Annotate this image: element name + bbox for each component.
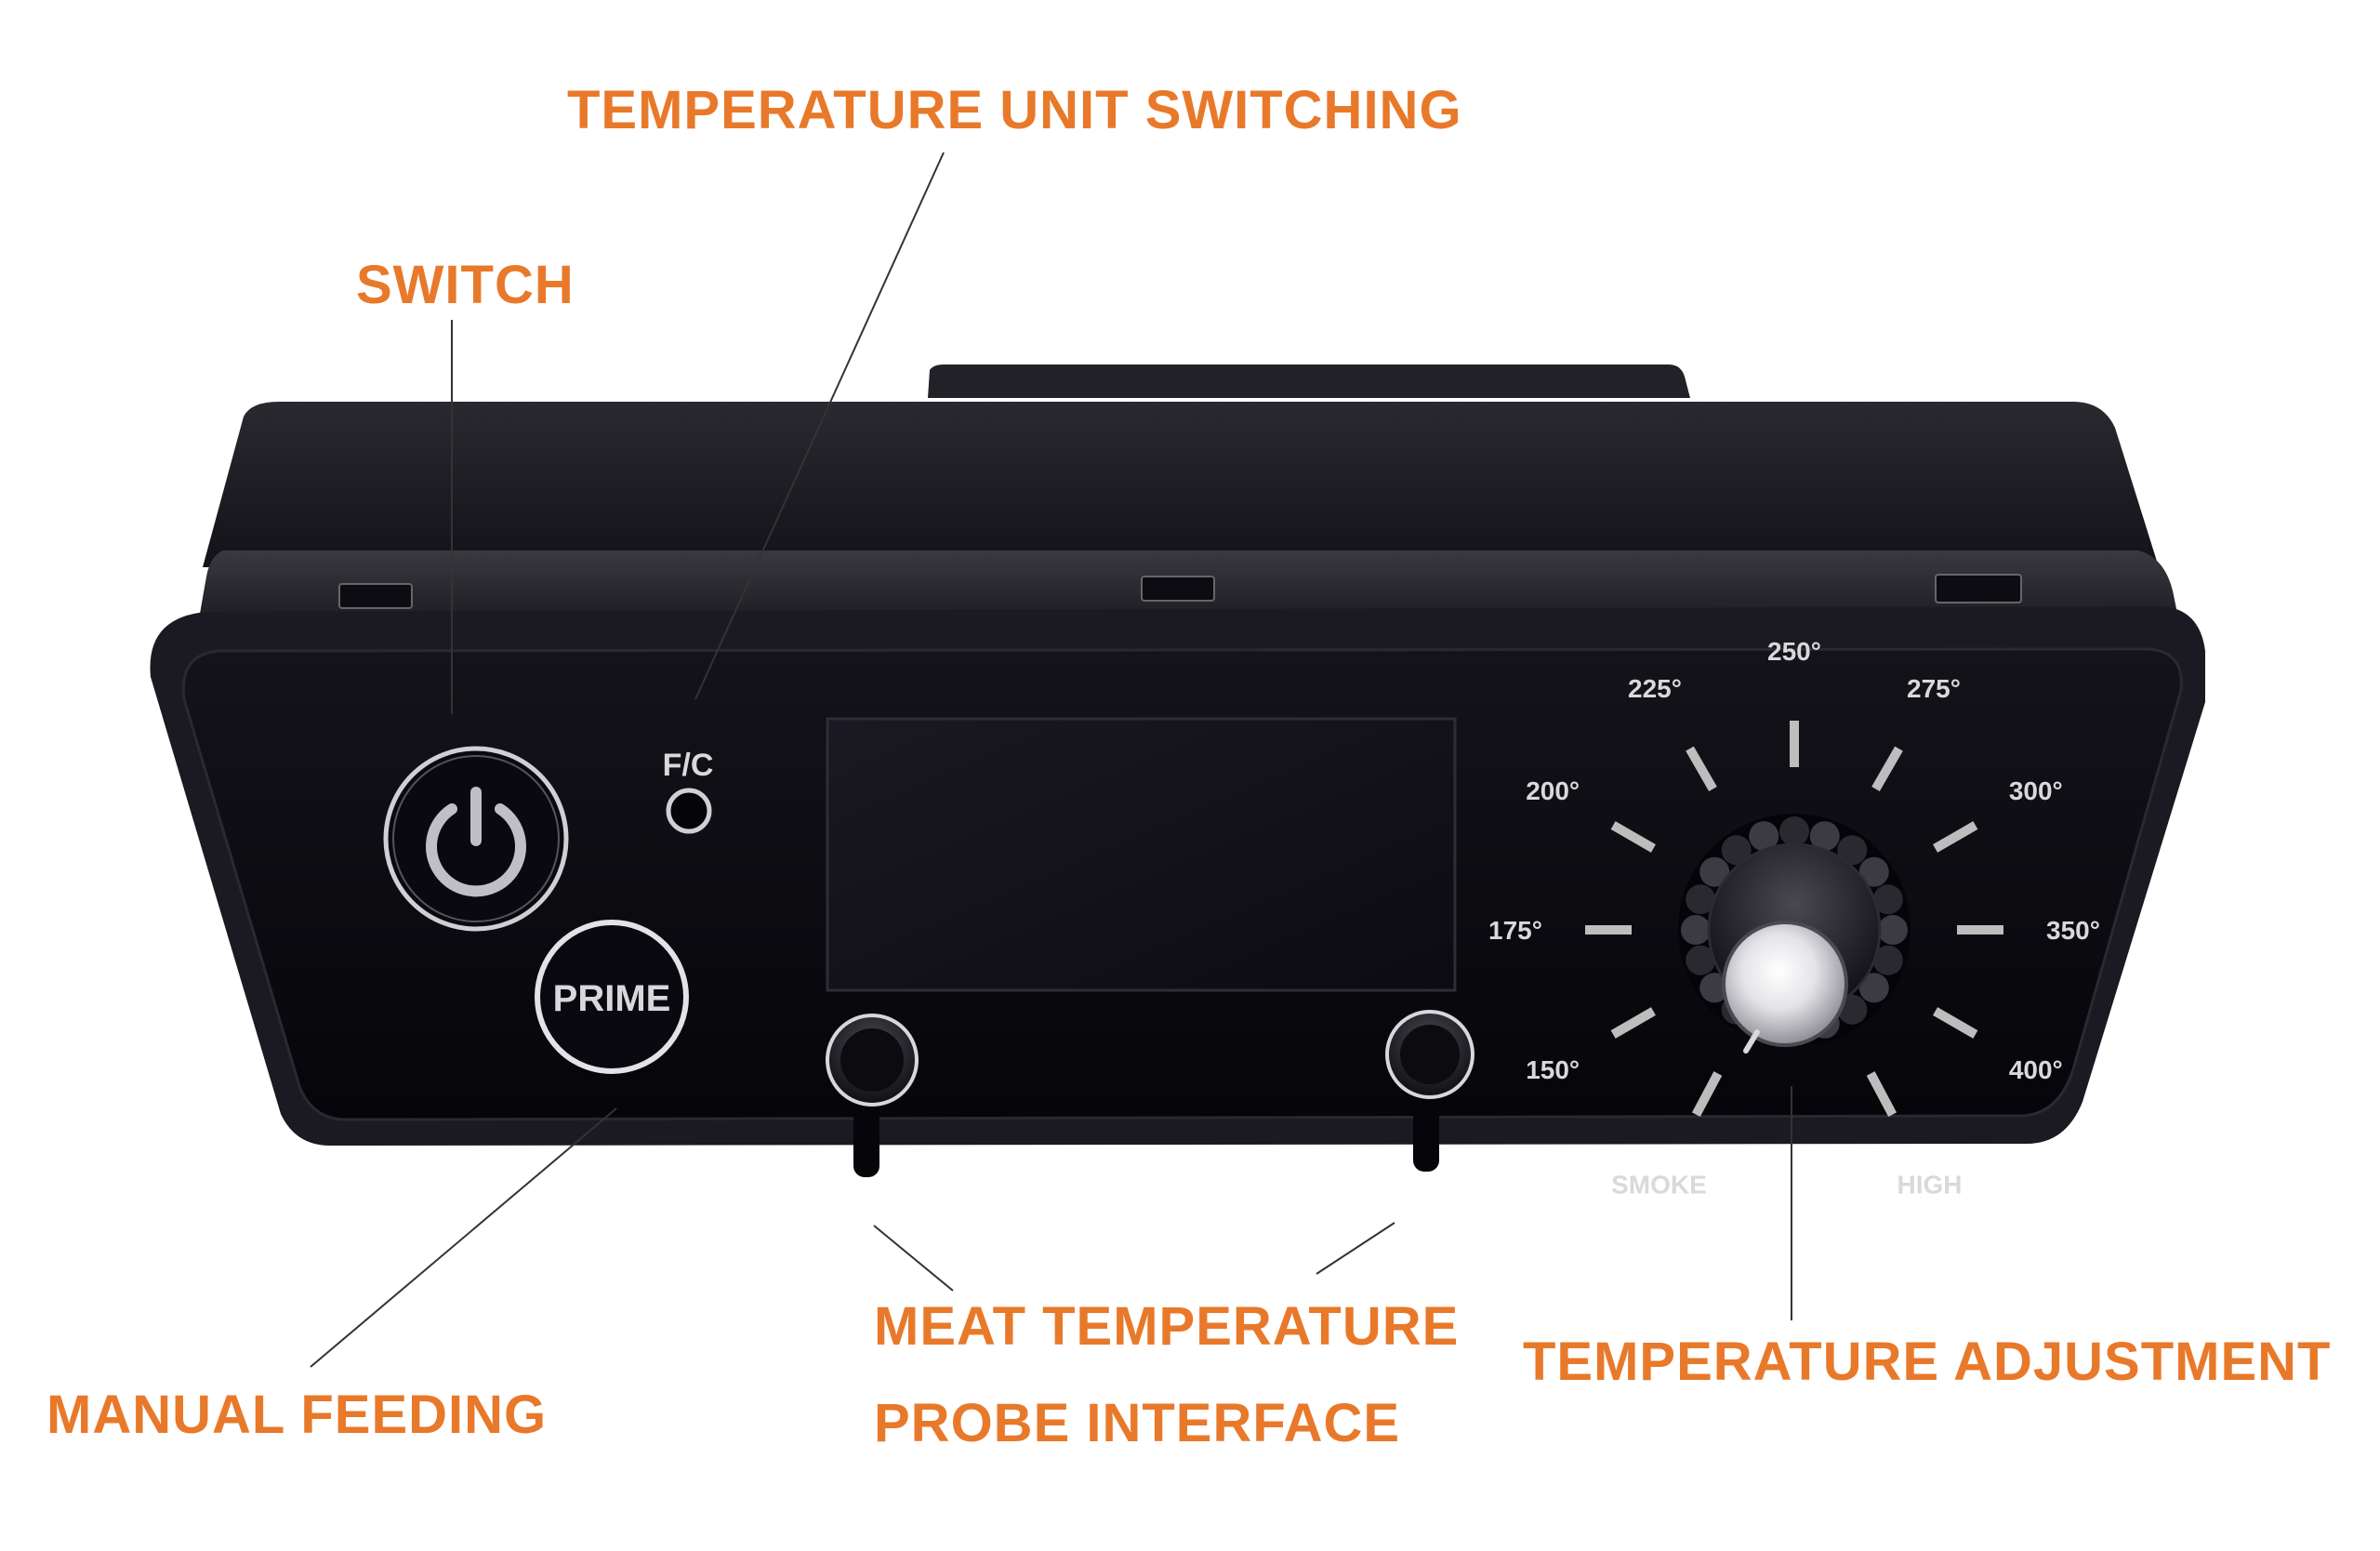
power-icon xyxy=(426,787,526,897)
dial-grip-ridge xyxy=(1878,915,1908,945)
leader-lines xyxy=(310,152,1792,1368)
dial-label-300: 300° xyxy=(2009,776,2063,805)
dial-tick-400 xyxy=(1933,1007,1978,1039)
leader-meat-right xyxy=(1316,1222,1395,1275)
dial-label-250: 250° xyxy=(1767,637,1821,666)
dial-grip-ridge xyxy=(1699,856,1730,887)
dial-labels: SMOKE 150° 175° 200° 225° 250° 275° 300° 350° 400… xyxy=(1488,637,2100,1200)
dial-grip-ridge xyxy=(1779,816,1809,846)
dial-grip-ridge xyxy=(1837,835,1868,866)
dial-grip-ridge xyxy=(1858,856,1889,887)
dial-grip-ridge xyxy=(1858,973,1889,1003)
dial-tick-225 xyxy=(1686,746,1717,791)
dial-grip-ridge xyxy=(1872,945,1903,975)
dial-ticks xyxy=(1585,721,2003,1118)
callout-temperature-unit-switching: TEMPERATURE UNIT SWITCHING xyxy=(567,80,1462,140)
clip-right xyxy=(1935,574,2022,603)
meat-probe-port-left[interactable] xyxy=(826,1014,919,1177)
dial-grip-ridge xyxy=(1721,835,1752,866)
clip-center xyxy=(1141,576,1215,602)
dial-label-350: 350° xyxy=(2046,916,2100,945)
dial-grip-ridge xyxy=(1809,821,1840,852)
dial-grip-ridge xyxy=(1749,821,1779,852)
callout-switch: SWITCH xyxy=(356,255,575,315)
prime-label: PRIME xyxy=(553,978,671,1019)
callout-manual-feeding: MANUAL FEEDING xyxy=(46,1385,548,1445)
unit-switch-label: F/C xyxy=(663,748,714,783)
dial-tick-300 xyxy=(1933,821,1978,853)
power-button[interactable] xyxy=(383,746,569,932)
display-screen xyxy=(826,717,1457,992)
dial-label-175: 175° xyxy=(1488,916,1542,945)
dial-tick-275 xyxy=(1871,746,1903,791)
top-lid xyxy=(203,402,2159,567)
dial-tick-200 xyxy=(1610,821,1656,853)
callout-meat-probe-line1: MEAT TEMPERATURE xyxy=(874,1296,1460,1357)
dial-grip-ridge xyxy=(1681,915,1711,945)
dial-grip-ridge xyxy=(1686,884,1716,915)
dial-label-200: 200° xyxy=(1526,776,1580,805)
dial-label-225: 225° xyxy=(1628,674,1682,703)
clip-left xyxy=(338,583,413,609)
prime-button-ring xyxy=(535,920,689,1074)
power-button-inner-ring xyxy=(392,755,560,922)
dial-label-high: HIGH xyxy=(1897,1171,1963,1200)
dial-grip-ridge xyxy=(1872,884,1903,915)
dial-tick-150 xyxy=(1610,1007,1656,1039)
dial-label-275: 275° xyxy=(1907,674,1961,703)
callout-meat-probe-line2: PROBE INTERFACE xyxy=(874,1393,1401,1453)
unit-switch-button xyxy=(666,788,712,834)
dial-tick-smoke xyxy=(1691,1071,1723,1118)
dial-grip-ridge xyxy=(1686,945,1716,975)
dial-label-400: 400° xyxy=(2009,1055,2063,1084)
unit-switch[interactable]: F/C xyxy=(663,748,714,834)
dial-knob-pointer xyxy=(1743,1029,1760,1054)
leader-manual-feeding xyxy=(310,1107,617,1368)
dial-label-150: 150° xyxy=(1526,1055,1580,1084)
dial-label-smoke: SMOKE xyxy=(1611,1171,1707,1200)
callout-temperature-adjustment: TEMPERATURE ADJUSTMENT xyxy=(1523,1332,2332,1392)
top-bracket xyxy=(928,365,1690,398)
prime-button[interactable]: PRIME xyxy=(535,920,689,1074)
meat-probe-port-right[interactable] xyxy=(1385,1010,1474,1172)
leader-meat-left xyxy=(873,1225,954,1292)
dial-knob-cap xyxy=(1722,921,1848,1047)
dial-tick-high xyxy=(1866,1071,1897,1118)
temperature-dial[interactable]: SMOKE 150° 175° 200° 225° 250° 275° 300° 350° 400… xyxy=(1488,637,2100,1200)
leader-temperature-unit xyxy=(694,152,945,700)
